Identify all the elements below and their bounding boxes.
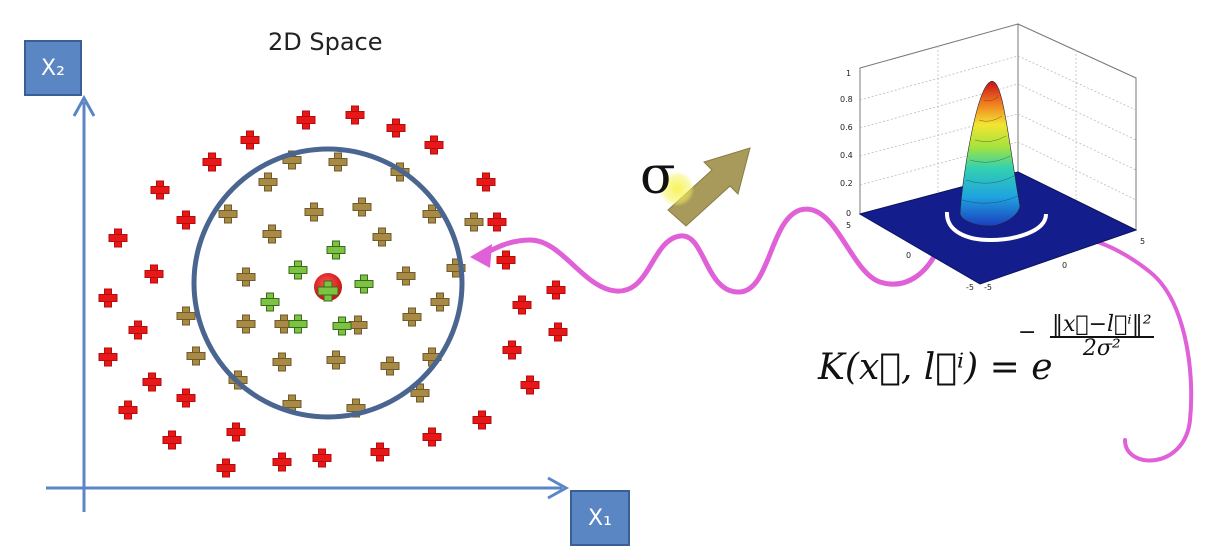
outer-plus-marker — [150, 180, 170, 200]
z-tick-label: 0.6 — [840, 123, 853, 132]
outer-plus-marker — [98, 288, 118, 308]
outer-plus-marker — [512, 295, 532, 315]
outer-plus-marker — [424, 135, 444, 155]
middle-plus-marker — [464, 212, 484, 232]
outer-plus-marker — [496, 250, 516, 270]
y-axis-label: X₂ — [41, 55, 65, 81]
middle-plus-marker — [262, 224, 282, 244]
middle-plus-marker — [218, 204, 238, 224]
outer-plus-marker — [226, 422, 246, 442]
outer-plus-marker — [422, 427, 442, 447]
outer-plus-marker — [202, 152, 222, 172]
wave-arrow — [477, 206, 945, 295]
gaussian-kernel-formula: K(x⃗, l⃗ⁱ) = e − ‖x⃗−l⃗ⁱ‖² 2σ² — [818, 314, 1154, 388]
middle-plus-marker — [304, 202, 324, 222]
inner-plus-marker — [288, 314, 308, 334]
x-axis-arrowhead — [547, 476, 570, 500]
outer-plus-marker — [144, 264, 164, 284]
x-axis-label: X₁ — [588, 505, 612, 531]
middle-plus-marker — [258, 172, 278, 192]
x-tick-label: 0 — [906, 251, 911, 260]
y-axis-label-box: X₂ — [24, 40, 82, 96]
outer-plus-marker — [162, 430, 182, 450]
sigma-symbol: σ — [640, 146, 676, 206]
middle-plus-marker — [352, 197, 372, 217]
z-tick-label: 1 — [846, 69, 851, 78]
wave-arrowhead — [470, 244, 492, 268]
outer-plus-marker — [502, 340, 522, 360]
middle-plus-marker — [396, 266, 416, 286]
formula-denominator: 2σ² — [1082, 336, 1121, 361]
outer-plus-marker — [546, 280, 566, 300]
y-tick-label: 0 — [1062, 261, 1067, 270]
gaussian-3d-plot: 1 0.8 0.6 0.4 0.2 0 5 0 -5 -5 0 5 — [840, 23, 1145, 292]
formula-numerator: ‖x⃗−l⃗ⁱ‖² — [1050, 312, 1154, 338]
middle-plus-marker — [176, 306, 196, 326]
outer-plus-marker — [98, 347, 118, 367]
axes — [46, 94, 570, 512]
sigma-highlight — [660, 172, 694, 206]
outer-plus-marker — [520, 375, 540, 395]
outer-plus-marker — [240, 130, 260, 150]
x-tick-label: -5 — [966, 283, 974, 292]
outer-plus-marker — [476, 172, 496, 192]
z-tick-label: 0 — [846, 209, 851, 218]
middle-plus-marker — [402, 307, 422, 327]
middle-plus-marker — [348, 315, 368, 335]
inner-plus-marker — [260, 292, 280, 312]
sigma-increase-arrow — [667, 147, 751, 227]
bell-base-ring — [944, 211, 1048, 243]
inner-plus-marker — [354, 274, 374, 294]
outer-plus-marker — [296, 110, 316, 130]
outer-plus-marker — [216, 458, 236, 478]
outer-plus-marker — [370, 442, 390, 462]
middle-plus-marker — [328, 152, 348, 172]
y-axis-arrowhead — [72, 94, 96, 117]
z-tick-label: 0.2 — [840, 179, 853, 188]
z-tick-label: 0.4 — [840, 151, 853, 160]
formula-arrow — [1058, 232, 1194, 463]
middle-plus-marker — [186, 346, 206, 366]
outer-plus-marker — [176, 388, 196, 408]
outer-plus-marker — [118, 400, 138, 420]
inner-plus-marker — [288, 260, 308, 280]
middle-plus-marker — [272, 352, 292, 372]
landmark-plus-icon — [317, 280, 339, 302]
formula-exponent-sign: − — [1018, 320, 1037, 345]
middle-plus-marker — [346, 398, 366, 418]
outer-plus-marker — [386, 118, 406, 138]
middle-plus-marker — [372, 227, 392, 247]
outer-plus-marker — [272, 452, 292, 472]
y-tick-label: 5 — [1140, 237, 1145, 246]
outer-plus-marker — [345, 105, 365, 125]
z-tick-label: 0.8 — [840, 95, 853, 104]
x-tick-label: 5 — [846, 221, 851, 230]
middle-plus-marker — [236, 314, 256, 334]
outer-plus-marker — [472, 410, 492, 430]
outer-plus-marker — [176, 210, 196, 230]
inner-plus-marker — [326, 240, 346, 260]
formula-exponent-fraction: ‖x⃗−l⃗ⁱ‖² 2σ² — [1050, 314, 1154, 360]
middle-plus-marker — [236, 267, 256, 287]
diagram-title: 2D Space — [268, 28, 383, 56]
inner-plus-marker — [332, 316, 352, 336]
data-points — [98, 105, 568, 478]
middle-plus-marker — [410, 383, 430, 403]
middle-plus-marker — [380, 356, 400, 376]
middle-plus-marker — [430, 292, 450, 312]
outer-plus-marker — [128, 320, 148, 340]
middle-plus-marker — [326, 350, 346, 370]
outer-plus-marker — [108, 228, 128, 248]
formula-lhs: K(x⃗, l⃗ⁱ) = e — [818, 347, 1053, 388]
outer-plus-marker — [312, 448, 332, 468]
x-axis-label-box: X₁ — [570, 490, 630, 546]
outer-plus-marker — [487, 212, 507, 232]
gaussian-bell-surface — [959, 81, 1021, 227]
outer-plus-marker — [142, 372, 162, 392]
kernel-radius-circle — [191, 146, 465, 420]
outer-plus-marker — [548, 322, 568, 342]
y-tick-label: -5 — [984, 283, 992, 292]
